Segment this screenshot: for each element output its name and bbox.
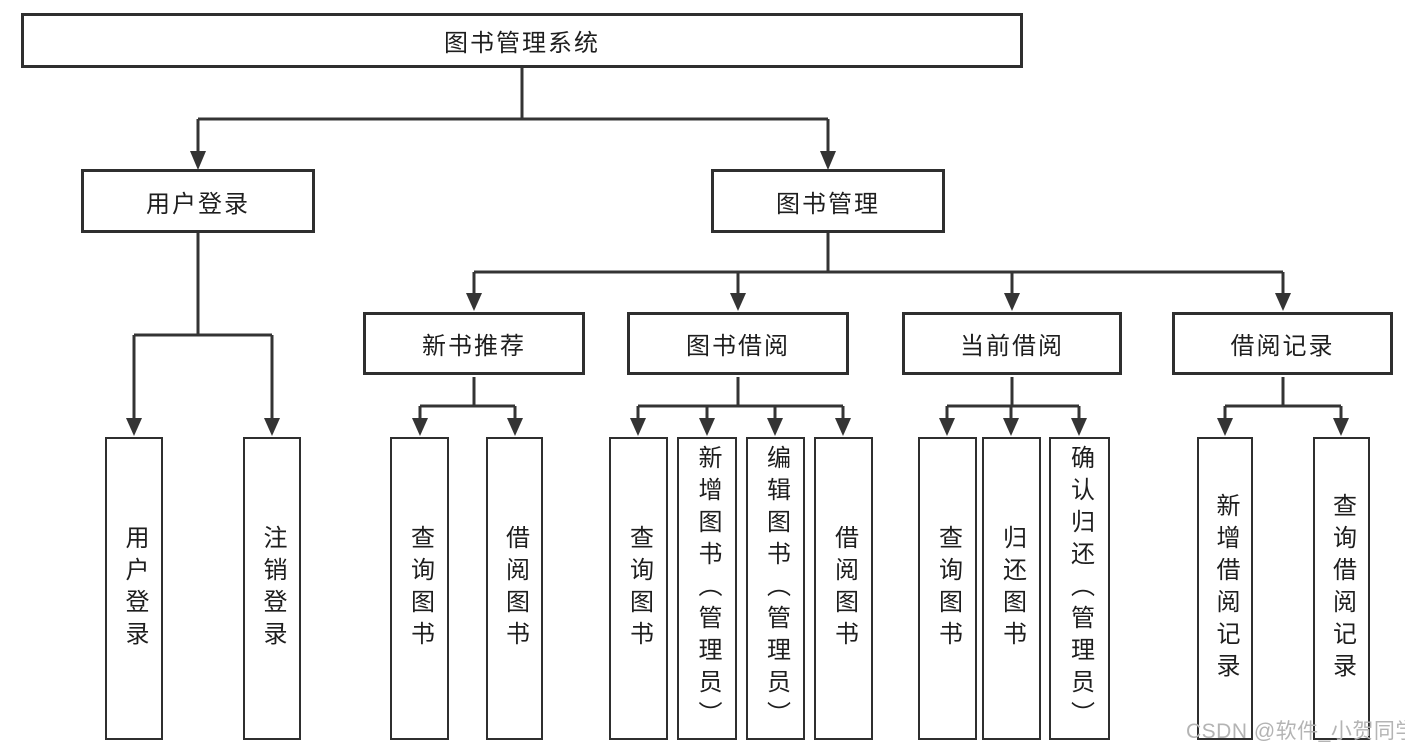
arrowhead — [1333, 418, 1349, 436]
arrowhead — [412, 418, 428, 436]
arrowhead — [1003, 418, 1019, 436]
leaf-record-add-borrow-record: 新增借阅记录 — [1197, 437, 1253, 740]
connector-newbook-to-leaves — [418, 377, 517, 421]
leaf-label: 用户登录 — [121, 524, 148, 653]
leaf-label: 新增图书（管理员） — [694, 444, 721, 733]
leaf-label: 注销登录 — [259, 524, 286, 653]
leaf-current-return-book: 归还图书 — [982, 437, 1041, 740]
node-label: 图书管理 — [776, 190, 880, 218]
leaf-borrow-query-book: 查询图书 — [609, 437, 668, 740]
arrowheads — [126, 151, 1349, 436]
leaf-user-login: 用户登录 — [105, 437, 163, 740]
connector-paths — [132, 68, 1343, 421]
leaf-borrow-borrow-book: 借阅图书 — [814, 437, 873, 740]
arrowhead — [939, 418, 955, 436]
arrowhead — [1275, 293, 1291, 311]
arrowhead — [190, 151, 206, 170]
node-user-login: 用户登录 — [81, 169, 315, 233]
arrowhead — [820, 151, 836, 170]
leaf-borrow-edit-book-admin: 编辑图书（管理员） — [746, 437, 805, 740]
leaf-current-confirm-return-admin: 确认归还（管理员） — [1049, 437, 1110, 740]
arrowhead — [1071, 418, 1087, 436]
leaf-label: 新增借阅记录 — [1212, 492, 1239, 685]
leaf-label: 借阅图书 — [501, 524, 529, 653]
arrowhead — [264, 418, 280, 436]
leaf-borrow-add-book-admin: 新增图书（管理员） — [677, 437, 737, 740]
connector-record-to-leaves — [1223, 377, 1343, 421]
arrowhead — [1004, 293, 1020, 311]
connector-current-to-leaves — [945, 377, 1081, 421]
arrowhead — [699, 418, 715, 436]
leaf-newbook-query-book: 查询图书 — [390, 437, 449, 740]
node-label: 借阅记录 — [1230, 333, 1335, 360]
node-library-management-system: 图书管理系统 — [21, 13, 1023, 68]
arrowhead — [767, 418, 783, 436]
arrowhead — [1217, 418, 1233, 436]
node-label: 图书管理系统 — [444, 30, 600, 57]
arrowhead — [126, 418, 142, 436]
node-book-borrow: 图书借阅 — [627, 312, 849, 375]
node-label: 用户登录 — [146, 190, 250, 218]
node-label: 图书借阅 — [686, 333, 790, 360]
leaf-label: 查询图书 — [406, 524, 434, 653]
leaf-current-query-book: 查询图书 — [918, 437, 977, 740]
arrowhead — [507, 418, 523, 436]
arrowhead — [835, 418, 851, 436]
connector-manage-to-level3 — [472, 233, 1285, 296]
arrowhead — [630, 418, 646, 436]
leaf-label: 借阅图书 — [830, 524, 858, 653]
node-label: 新书推荐 — [422, 333, 526, 360]
node-new-book-recommend: 新书推荐 — [363, 312, 585, 375]
leaf-label: 查询图书 — [625, 524, 653, 653]
arrowhead — [730, 293, 746, 311]
leaf-label: 查询借阅记录 — [1328, 492, 1356, 685]
node-borrow-record: 借阅记录 — [1172, 312, 1393, 375]
csdn-watermark: CSDN @软件_小贺同学 — [1186, 720, 1405, 743]
connector-login-to-leaves — [132, 233, 274, 421]
leaf-label: 确认归还（管理员） — [1066, 444, 1094, 733]
arrowhead — [466, 293, 482, 311]
node-book-management: 图书管理 — [711, 169, 945, 233]
leaf-logout: 注销登录 — [243, 437, 301, 740]
leaf-label: 查询图书 — [934, 524, 962, 653]
node-label: 当前借阅 — [960, 333, 1064, 360]
connector-borrow-to-leaves — [636, 377, 845, 421]
leaf-label: 归还图书 — [998, 524, 1026, 653]
connector-root-to-level2 — [196, 68, 830, 153]
leaf-label: 编辑图书（管理员） — [762, 444, 790, 733]
leaf-record-query-borrow-record: 查询借阅记录 — [1313, 437, 1370, 740]
node-current-borrow: 当前借阅 — [902, 312, 1122, 375]
leaf-newbook-borrow-book: 借阅图书 — [486, 437, 543, 740]
